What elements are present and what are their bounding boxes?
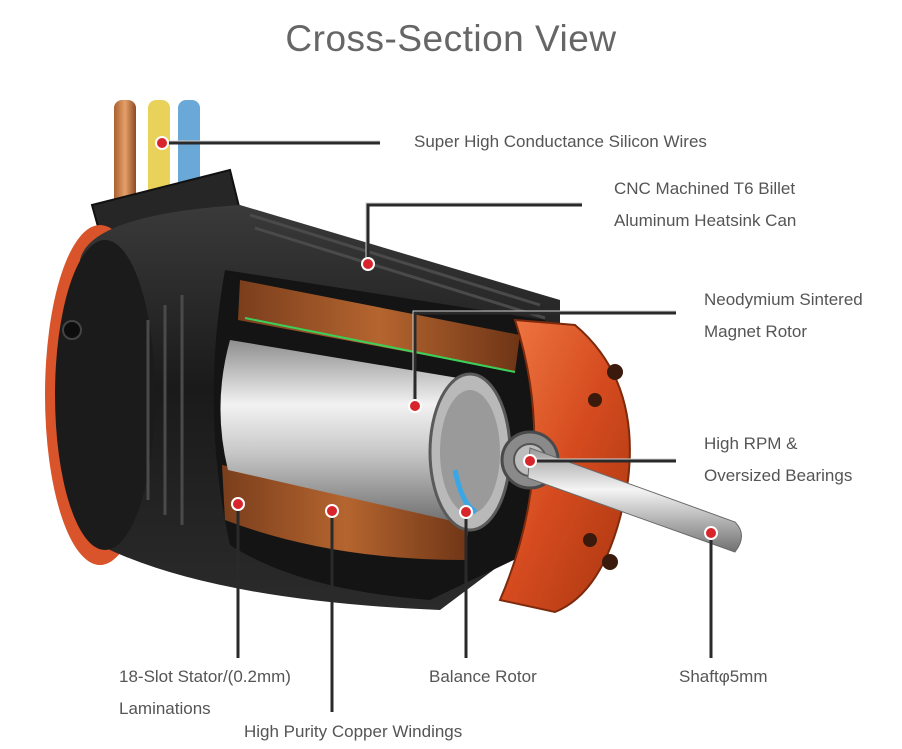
label-stator-line1: 18-Slot Stator/(0.2mm) [119,667,291,686]
silicon-wires [114,100,200,215]
magnet-rotor [220,340,485,525]
wires-marker [155,136,169,150]
balance-rotor-marker [459,505,473,519]
bearing-marker [523,454,537,468]
label-balance-rotor: Balance Rotor [429,667,537,686]
label-silicon-wires: Super High Conductance Silicon Wires [414,132,707,151]
label-bearings-line2: Oversized Bearings [704,466,853,485]
heatsink-marker [361,257,375,271]
stator-windings-bottom [222,465,470,560]
output-shaft [527,447,742,553]
label-magnet-line2: Magnet Rotor [704,322,807,341]
label-copper-windings: High Purity Copper Windings [244,722,463,741]
label-heatsink-line1: CNC Machined T6 Billet [614,179,796,198]
callout-markers [155,136,718,540]
leader-lines [162,141,713,712]
label-bearings-line1: High RPM & [704,434,798,453]
diagram-title: Cross-Section View [285,18,617,59]
shaft-marker [704,526,718,540]
label-shaft: Shaftφ5mm [679,667,768,686]
label-stator-line2: Laminations [119,699,211,718]
stator-windings-top [238,280,520,372]
label-heatsink-line2: Aluminum Heatsink Can [614,211,797,230]
leader-lines-highlight [162,140,676,460]
heatsink-fins [146,213,546,525]
magnet-rotor-marker [408,399,422,413]
stator-marker [231,497,245,511]
label-magnet-line1: Neodymium Sintered [704,290,863,309]
windings-marker [325,504,339,518]
